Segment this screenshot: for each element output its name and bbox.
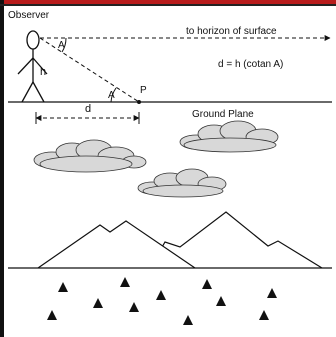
angle-label-top: A (58, 40, 65, 51)
horizon-label: to horizon of surface (186, 26, 277, 37)
tree (156, 290, 166, 300)
mountain-front (37, 220, 196, 269)
formula-label: d = h (cotan A) (218, 59, 283, 70)
tree (259, 310, 269, 320)
tree (183, 315, 193, 325)
mountains (37, 211, 323, 269)
angle-arc-top (61, 37, 67, 53)
observer-figure (17, 30, 48, 103)
tree (267, 288, 277, 298)
point-p-label: P (140, 85, 147, 96)
sight-line (39, 37, 140, 103)
tree (47, 310, 57, 320)
ground-plane-label: Ground Plane (192, 109, 254, 120)
distance-label: d (85, 103, 91, 115)
trees (47, 277, 277, 325)
observer-label: Observer (8, 10, 50, 21)
cloud-middle (137, 168, 227, 198)
tree (93, 298, 103, 308)
tree (202, 279, 212, 289)
cloud-right (179, 120, 279, 153)
tree (58, 282, 68, 292)
tree (120, 277, 130, 287)
height-label: h (40, 66, 46, 78)
cloud-left (33, 139, 147, 173)
mountain-back (149, 211, 323, 269)
tree (129, 302, 139, 312)
frame-left-border (0, 0, 4, 337)
tree (216, 296, 226, 306)
frame-top-border (0, 0, 336, 5)
angle-label-ground: A (108, 90, 115, 101)
frame-top-dark-rule (0, 4, 336, 6)
